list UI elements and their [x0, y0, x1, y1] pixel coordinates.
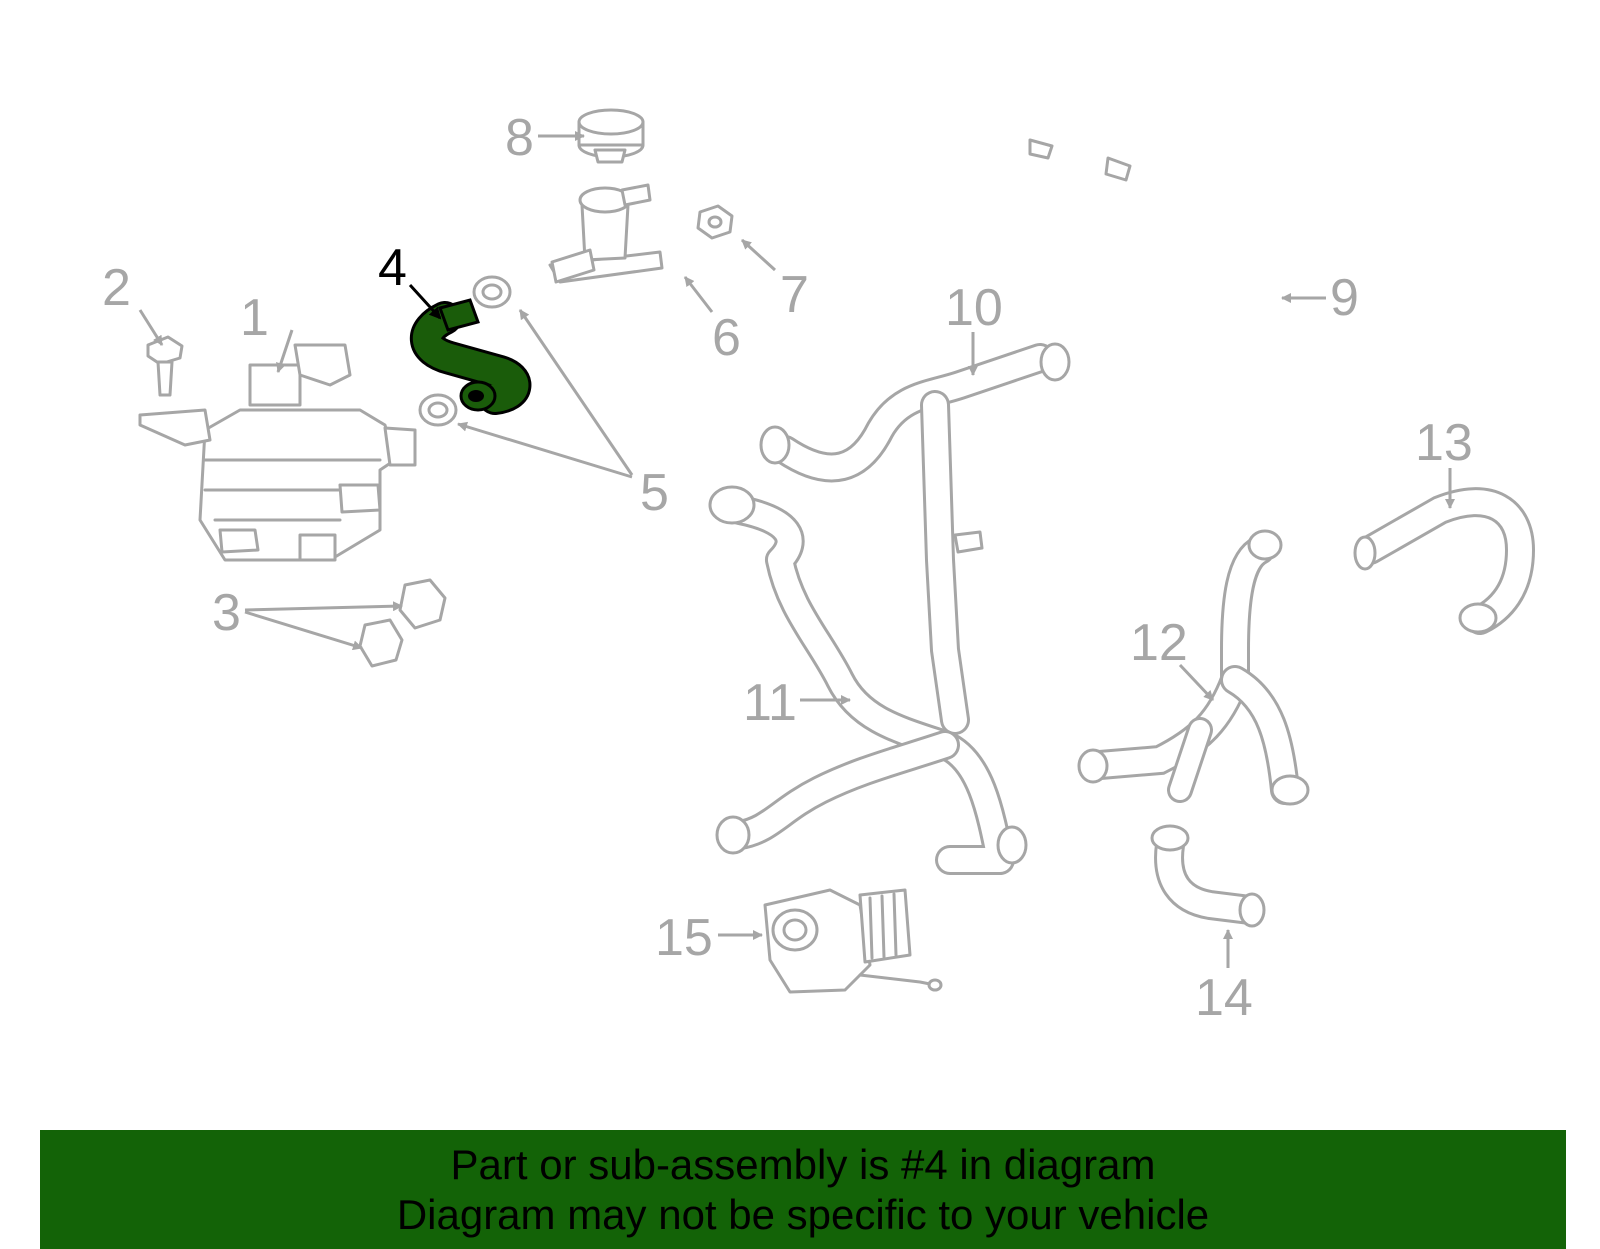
- label-part-3: 3: [212, 584, 241, 642]
- label-part-5: 5: [640, 464, 669, 522]
- part-2-bolt[interactable]: [146, 335, 184, 397]
- label-part-13: 13: [1415, 414, 1473, 472]
- label-part-12: 12: [1130, 614, 1188, 672]
- label-part-11: 11: [743, 674, 797, 732]
- part-4-hose-highlighted[interactable]: [409, 298, 532, 415]
- info-banner: Part or sub-assembly is #4 in diagram Di…: [40, 1130, 1566, 1249]
- part-12-y-hose[interactable]: [1077, 529, 1310, 806]
- part-7-nut[interactable]: [696, 204, 734, 240]
- label-part-7: 7: [780, 266, 809, 324]
- banner-line-2: Diagram may not be specific to your vehi…: [396, 1190, 1210, 1238]
- part-10-hose[interactable]: [759, 342, 1071, 735]
- part-9-pipe[interactable]: [916, 96, 1344, 714]
- part-8-cap[interactable]: [577, 108, 645, 164]
- part-15-thermostat-housing[interactable]: [763, 888, 943, 994]
- label-part-14: 14: [1195, 969, 1253, 1027]
- part-1-coolant-reservoir[interactable]: [138, 343, 417, 562]
- part-5-clamps[interactable]: [418, 275, 512, 427]
- label-part-1: 1: [240, 289, 269, 347]
- label-part-8: 8: [505, 109, 534, 167]
- label-part-6: 6: [712, 309, 741, 367]
- banner-line-1: Part or sub-assembly is #4 in diagram: [450, 1140, 1156, 1188]
- part-13-hose[interactable]: [1353, 487, 1536, 635]
- leader-lines: [138, 131, 1455, 968]
- part-6-filler-neck[interactable]: [548, 183, 664, 284]
- label-part-10: 10: [945, 279, 1003, 337]
- part-11-hose[interactable]: [708, 485, 1028, 875]
- part-3-caps[interactable]: [358, 578, 447, 668]
- label-part-2: 2: [102, 259, 131, 317]
- label-part-15: 15: [655, 909, 713, 967]
- part-14-hose[interactable]: [1150, 824, 1266, 928]
- label-part-4: 4: [378, 239, 407, 297]
- label-part-9: 9: [1330, 269, 1359, 327]
